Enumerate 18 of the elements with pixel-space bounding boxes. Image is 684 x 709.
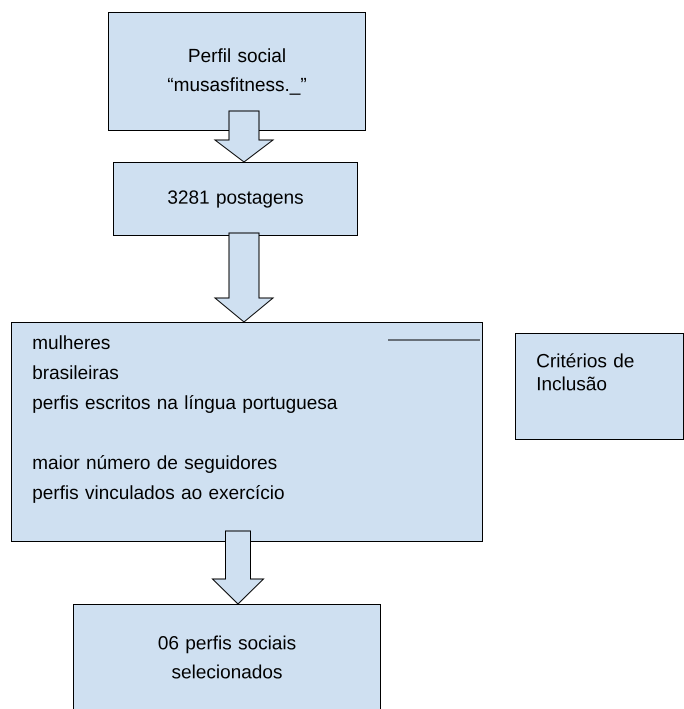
box-label: 06 perfis sociais selecionados	[158, 636, 296, 678]
box-label: Perfil social “musasfitness._”	[168, 48, 306, 95]
block-arrow	[214, 110, 274, 163]
node-label: brasileiras	[33, 365, 118, 380]
process-box	[515, 333, 684, 440]
process-box	[11, 322, 483, 542]
node-label: perfis escritos na língua portuguesa	[33, 394, 338, 413]
box-label: Critérios de Inclusão	[537, 353, 634, 390]
block-arrow	[211, 530, 265, 605]
node-label: perfis vinculados ao exercício	[33, 484, 284, 503]
node-label: maior número de seguidores	[33, 454, 276, 473]
list-text: mulheres brasileiras perfis escritos na língua portuguesa maior número de seguidores perfis vinculados ao exercício	[33, 335, 338, 503]
node-label: mulheres	[33, 335, 110, 350]
block-arrow	[214, 232, 274, 323]
process-box	[113, 162, 358, 236]
process-box	[73, 604, 381, 709]
process-box	[108, 12, 366, 131]
box-label: 3281 postagens	[168, 190, 303, 208]
